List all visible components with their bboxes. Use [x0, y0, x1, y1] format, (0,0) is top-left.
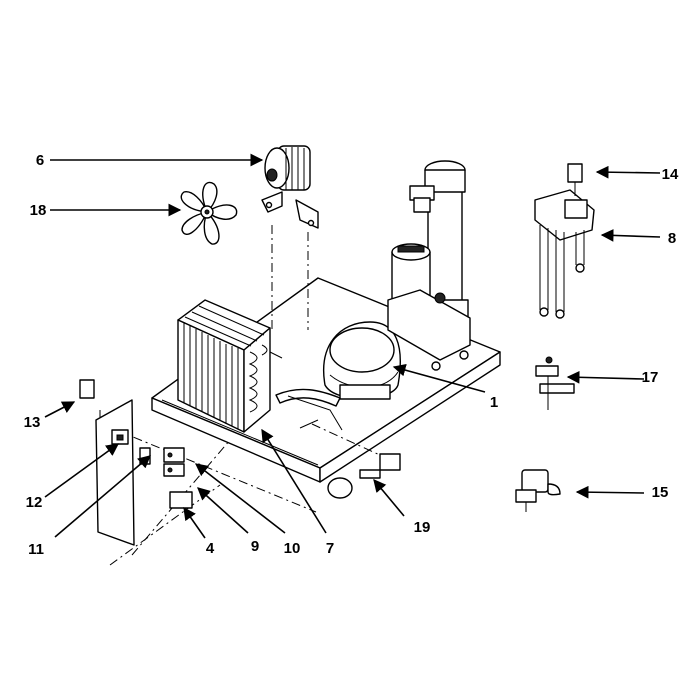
compressor [275, 321, 401, 431]
fittings-set [299, 419, 401, 499]
water-level-control [534, 163, 595, 319]
callout-9: 9 [251, 538, 259, 555]
callout-12: 12 [26, 494, 43, 511]
tee-valve [535, 356, 575, 410]
inlet-valve [515, 469, 561, 512]
callout-19: 19 [414, 519, 431, 536]
part-13 [79, 379, 95, 399]
callout-18: 18 [30, 202, 47, 219]
condenser [177, 299, 283, 433]
water-pump-assembly [387, 160, 471, 371]
callout-6: 6 [36, 152, 44, 169]
fan-motor [261, 145, 319, 229]
callout-1: 1 [490, 394, 498, 411]
callout-4: 4 [206, 540, 215, 557]
fan-blade [180, 181, 238, 245]
callout-7: 7 [326, 540, 334, 557]
callout-10: 10 [284, 540, 301, 557]
callout-17: 17 [642, 369, 659, 386]
callout-14: 14 [662, 166, 679, 183]
leader-arrows [44, 153, 661, 539]
callout-15: 15 [652, 484, 669, 501]
callout-labels: 6 18 14 8 17 1 13 15 12 19 4 9 10 7 11 [24, 152, 679, 558]
callout-11: 11 [28, 541, 44, 558]
callout-8: 8 [668, 230, 676, 247]
control-panel [95, 399, 193, 546]
callout-13: 13 [24, 414, 41, 431]
